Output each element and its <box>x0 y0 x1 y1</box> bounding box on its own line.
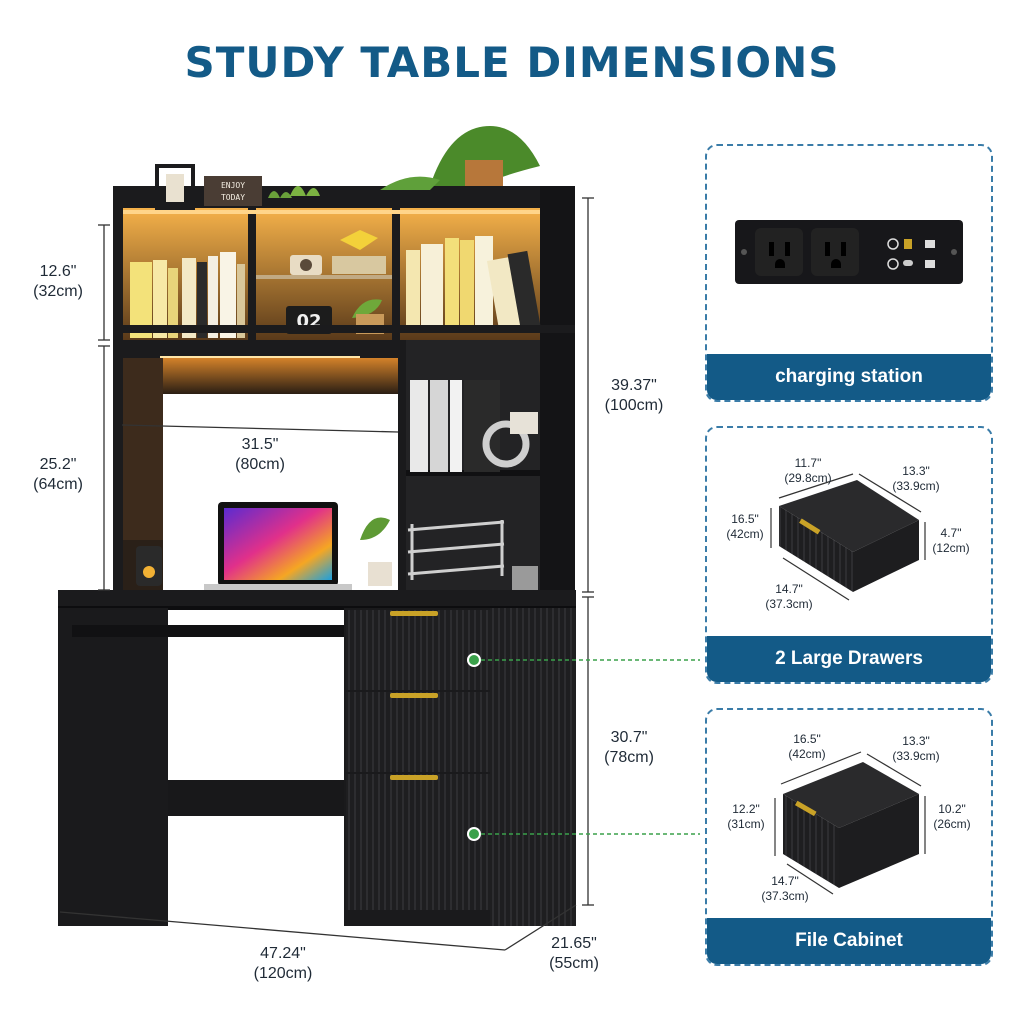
outlet-2 <box>811 228 859 276</box>
drawer-top <box>346 610 490 690</box>
charging-station-label: charging station <box>707 354 991 400</box>
foot-bar <box>168 780 346 816</box>
drawer-height-dim: 4.7" (12cm) <box>932 526 970 555</box>
page-title: STUDY TABLE DIMENSIONS <box>184 38 840 87</box>
cabinet-width-dim: 16.5" (42cm) <box>788 732 826 761</box>
drawer-depth-dim: 13.3" (33.9cm) <box>892 464 940 493</box>
file-cabinet-label: File Cabinet <box>707 918 991 964</box>
cabinet-front-height-dim: 12.2" (31cm) <box>727 802 765 831</box>
cabinet-callout-dot <box>467 827 481 841</box>
drawers-card: 11.7" (29.8cm) 13.3" (33.9cm) 16.5" (42c… <box>705 426 993 684</box>
desk-leg-panel <box>58 608 168 926</box>
desk-depth-label: 21.65" (55cm) <box>549 935 599 972</box>
drawers-label: 2 Large Drawers <box>707 636 991 682</box>
sign-line-1: ENJOY <box>221 181 245 190</box>
headphones <box>482 420 530 468</box>
drawer-handle-middle <box>390 693 438 698</box>
laptop-base <box>204 584 352 590</box>
outlet-1 <box>755 228 803 276</box>
enjoy-today-sign <box>204 176 262 206</box>
drawer-width-dim: 11.7" (29.8cm) <box>784 456 832 485</box>
plant-top <box>430 126 540 186</box>
usb-c-port <box>903 260 913 266</box>
cabinet-length-dim: 14.7" (37.3cm) <box>761 874 809 903</box>
charging-station-image <box>735 220 963 284</box>
cabinet-depth-dim: 13.3" (33.9cm) <box>892 734 940 763</box>
file-cabinet-image <box>774 751 926 895</box>
cabinet-inner-height-dim: 10.2" (26cm) <box>933 802 971 831</box>
file-cabinet-drawer <box>346 774 490 910</box>
lantern <box>155 164 195 210</box>
glass-shelf <box>256 275 392 279</box>
hutch-total-height-label: 39.37" (100cm) <box>604 377 664 414</box>
drawer-handle-top <box>390 611 438 616</box>
drawer-middle <box>346 692 490 772</box>
sign-line-2: TODAY <box>221 193 245 202</box>
drawer-length-dim: 14.7" (37.3cm) <box>765 582 813 611</box>
drawer-handle-bottom <box>390 775 438 780</box>
desk-height-label: 30.7" (78cm) <box>604 729 654 766</box>
binder <box>410 380 428 472</box>
file-cabinet-card: 16.5" (42cm) 13.3" (33.9cm) 12.2" (31cm)… <box>705 708 993 966</box>
hutch-lower-height-label: 25.2" (64cm) <box>33 456 83 493</box>
hutch-top-height-label: 12.6" (32cm) <box>33 263 83 300</box>
desk-width-label: 47.24" (120cm) <box>253 945 313 982</box>
desk-illustration: 02 ENJOY TODAY <box>58 126 700 951</box>
usb-a-port <box>904 239 912 249</box>
drawers-callout-dot <box>467 653 481 667</box>
hutch-shelf-board <box>113 340 400 358</box>
drawer-front-dim: 16.5" (42cm) <box>726 512 764 541</box>
charging-station-card: charging station <box>705 144 993 402</box>
drawer-image <box>770 473 926 601</box>
letter-tray <box>407 520 505 580</box>
open-width-label: 31.5" (80cm) <box>235 436 285 473</box>
desktop-surface <box>58 590 576 608</box>
